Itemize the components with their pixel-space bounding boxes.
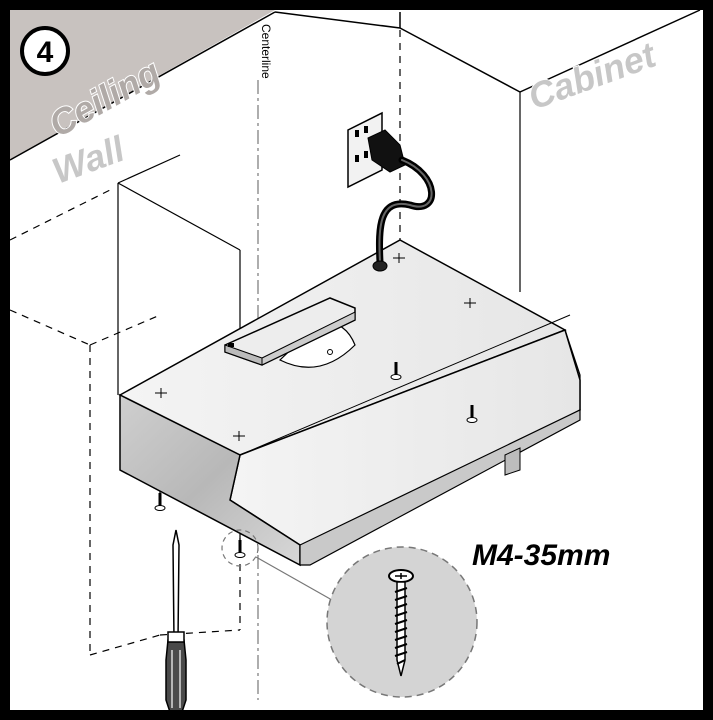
cabinet-label: Cabinet <box>523 33 663 117</box>
range-hood <box>120 240 580 565</box>
step-badge: 4 <box>22 28 68 74</box>
centerline-label: Centerline <box>259 24 273 79</box>
step-number: 4 <box>37 36 54 69</box>
magnifier-icon <box>327 547 477 697</box>
screwdriver-icon <box>166 530 186 712</box>
screw-spec-label: M4-35mm <box>472 539 610 572</box>
